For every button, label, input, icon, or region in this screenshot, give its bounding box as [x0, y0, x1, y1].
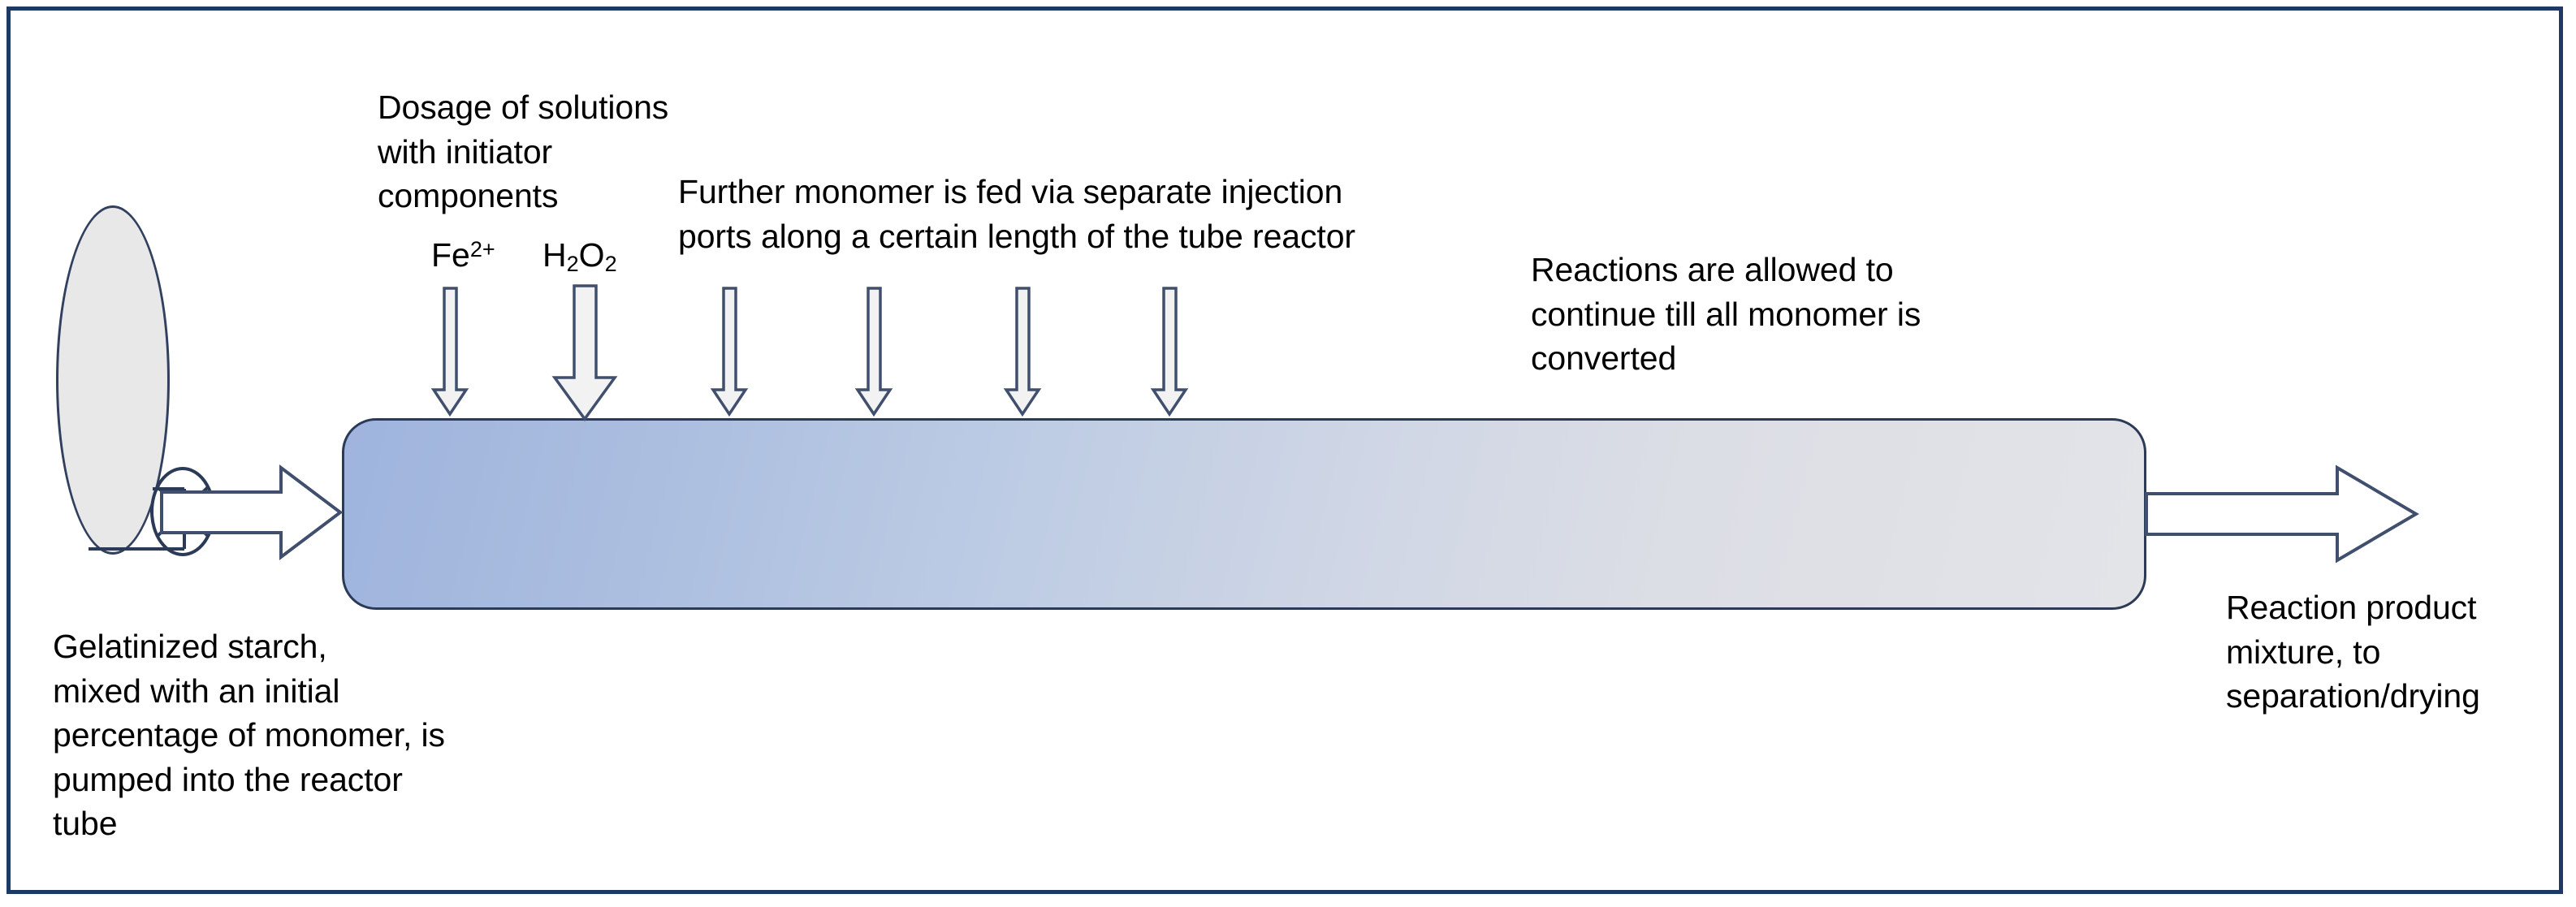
formula-fe-charge: 2+: [469, 237, 495, 261]
formula-fe-symbol: Fe: [431, 236, 470, 274]
pump-symbol: [150, 467, 215, 556]
label-further-monomer: Further monomer is fed via separate inje…: [678, 173, 1355, 255]
label-dosage-of-solutions: Dosage of solutions with initiator compo…: [378, 89, 669, 215]
injection-arrow-monomer-4: [1150, 287, 1189, 417]
feed-inlet-arrow: [160, 464, 344, 561]
injection-arrow-monomer-2: [854, 287, 893, 417]
injection-arrow-monomer-1: [710, 287, 749, 417]
formula-o-sub: 2: [604, 251, 617, 276]
injection-arrow-h2o2: [551, 284, 618, 421]
diagram-frame: Dosage of solutions with initiator compo…: [6, 6, 2563, 894]
label-reactions-continue: Reactions are allowed to continue till a…: [1531, 251, 1921, 378]
product-outlet-arrow: [2145, 464, 2419, 564]
formula-iron-ii: Fe2+: [431, 236, 495, 274]
injection-arrow-fe: [430, 287, 469, 417]
formula-h-sub: 2: [566, 251, 579, 276]
label-product-description: Reaction product mixture, to separation/…: [2226, 589, 2480, 715]
injection-arrow-monomer-3: [1003, 287, 1042, 417]
feed-vessel-ellipse: [56, 205, 170, 555]
formula-o: O: [578, 236, 605, 274]
formula-h: H: [542, 236, 567, 274]
label-feed-description: Gelatinized starch, mixed with an initia…: [53, 628, 445, 843]
tube-reactor-body: [342, 418, 2146, 610]
formula-hydrogen-peroxide: H2O2: [542, 239, 617, 275]
injection-arrows-group: [430, 284, 1189, 421]
